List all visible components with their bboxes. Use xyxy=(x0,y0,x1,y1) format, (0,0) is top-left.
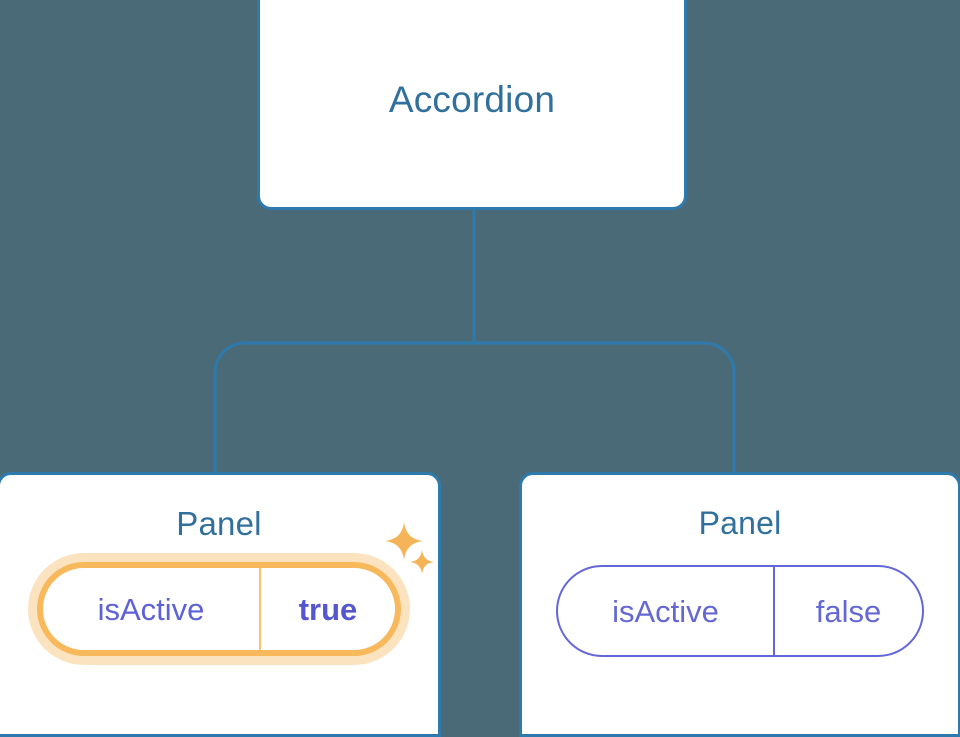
sparkle-icon xyxy=(385,522,423,560)
connector-branch-right xyxy=(474,341,736,474)
node-accordion[interactable]: Accordion xyxy=(257,0,687,210)
prop-key-isactive: isActive xyxy=(558,567,775,655)
sparkle-icon xyxy=(410,550,434,574)
prop-key-isactive: isActive xyxy=(43,568,261,650)
prop-pill-wrapper-active: isActive true xyxy=(37,522,434,656)
prop-value-false: false xyxy=(815,593,882,629)
prop-pill-isactive-true[interactable]: isActive true xyxy=(37,562,401,656)
node-panel-inactive-title: Panel xyxy=(698,505,782,541)
connector-branch-left xyxy=(213,341,474,474)
node-panel-inactive[interactable]: Panel isActive false xyxy=(519,472,960,737)
node-accordion-title: Accordion xyxy=(388,78,556,120)
prop-pill-wrapper-inactive: isActive false xyxy=(556,565,924,657)
prop-pill-isactive-false[interactable]: isActive false xyxy=(556,565,924,657)
node-panel-active-title: Panel xyxy=(176,505,262,542)
prop-value-true: true xyxy=(298,591,358,627)
node-panel-active[interactable]: Panel isActive true xyxy=(0,472,441,737)
